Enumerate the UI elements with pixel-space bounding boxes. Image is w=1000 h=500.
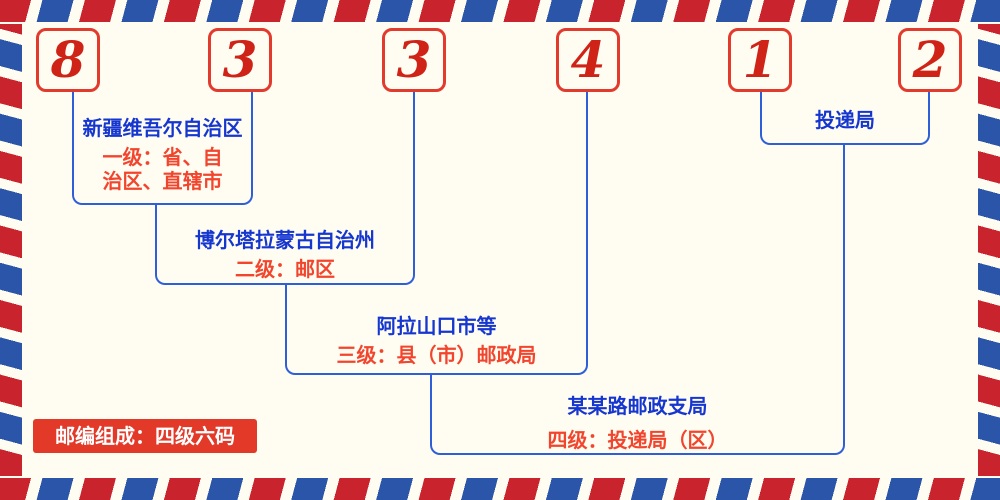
level4-place-label: 某某路邮政支局: [567, 394, 708, 418]
digit-4: 4: [570, 30, 606, 89]
digit-box-1: 8: [36, 28, 100, 92]
digit-box-4: 4: [556, 28, 620, 92]
connector-level1-bracket: [72, 92, 253, 205]
level1-annotation: 新疆维吾尔自治区 一级：省、自 治区、直辖市: [72, 116, 253, 193]
connector-level2-drop: [413, 92, 415, 207]
digit-5: 1: [742, 30, 778, 89]
digit-3: 3: [396, 30, 432, 89]
level2-annotation: 博尔塔拉蒙古自治州 二级：邮区: [155, 228, 415, 281]
level2-desc-label: 二级：邮区: [235, 257, 335, 281]
level1-place-label: 新疆维吾尔自治区: [82, 116, 243, 140]
digit-box-2: 3: [208, 28, 272, 92]
connector-level3-drop: [586, 92, 588, 287]
digit-1: 8: [50, 30, 86, 89]
footer-badge: 邮编组成：四级六码: [33, 419, 257, 453]
airmail-border-left: [0, 24, 22, 476]
digit-6: 2: [912, 30, 948, 89]
level4-annotation: 某某路邮政支局 四级：投递局（区）: [430, 394, 845, 452]
delivery-office-label: 投递局: [815, 108, 875, 132]
level3-annotation: 阿拉山口市等 三级：县（市）邮政局: [285, 314, 588, 367]
airmail-border-top: [0, 0, 1000, 22]
connector-delivery-bracket: [760, 92, 930, 145]
connector-level4-bracket: [430, 375, 845, 455]
level2-place-label: 博尔塔拉蒙古自治州: [195, 228, 375, 252]
connector-level4-drop: [843, 143, 845, 379]
level3-desc-label: 三级：县（市）邮政局: [336, 343, 537, 367]
delivery-annotation: 投递局: [760, 108, 930, 137]
digit-box-6: 2: [898, 28, 962, 92]
connector-level2-bracket: [155, 205, 415, 285]
digit-2: 3: [222, 30, 258, 89]
airmail-border-right: [978, 24, 1000, 476]
level1-desc-line2: 治区、直辖市: [102, 169, 223, 193]
level1-desc-line1: 一级：省、自: [102, 145, 223, 169]
level3-place-label: 阿拉山口市等: [376, 314, 497, 338]
level4-desc-label: 四级：投递局（区）: [547, 428, 728, 452]
airmail-border-bottom: [0, 478, 1000, 500]
digit-box-3: 3: [382, 28, 446, 92]
digit-box-5: 1: [728, 28, 792, 92]
connector-level3-bracket: [285, 285, 588, 375]
